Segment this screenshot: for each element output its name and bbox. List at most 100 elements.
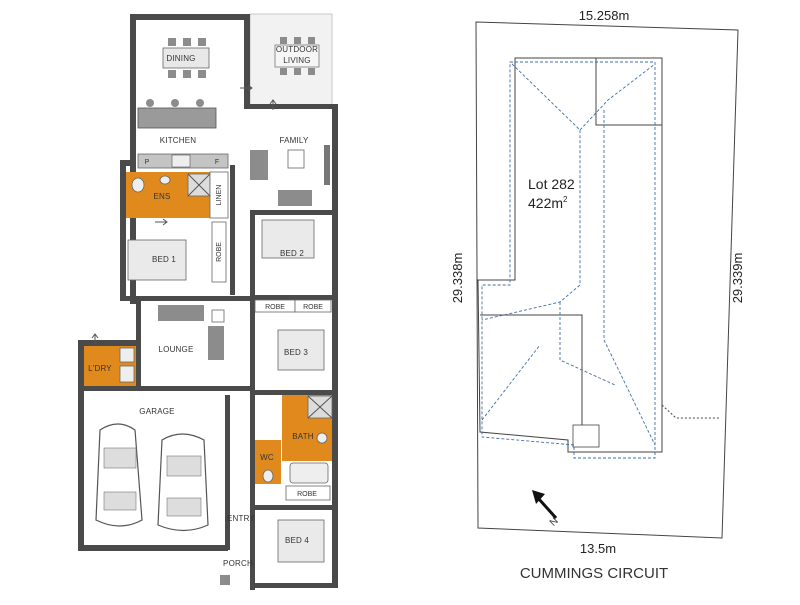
fridge-label: F [215, 159, 219, 166]
room-label-entry: ENTRY [227, 514, 255, 523]
lounge-sofa [158, 305, 204, 321]
bed-2-bed [261, 219, 315, 259]
door-arrow-icon [155, 218, 168, 226]
outdoor-chair [280, 68, 287, 75]
room-label-robe-a: ROBE [265, 304, 285, 311]
outdoor-table [274, 44, 320, 68]
pantry-label: P [145, 159, 150, 166]
room-label-porch: PORCH [223, 559, 253, 568]
floor-plan: DINING OUTDOOR LIVING KITCHEN FAMILY P F… [78, 13, 338, 590]
dining-chair [168, 70, 176, 78]
wc-toilet [262, 469, 274, 483]
lot-area: 422m2 [528, 195, 568, 211]
dining-chair [183, 70, 191, 78]
bed-1-bed [127, 239, 187, 281]
room-label-laundry: L'DRY [88, 364, 112, 373]
door-arrow-icon [269, 99, 277, 110]
room-label-bed-2: BED 2 [280, 249, 304, 258]
garage-car-left [95, 423, 143, 527]
shower-mark [187, 173, 211, 197]
dining-table [162, 47, 210, 69]
bathtub [289, 462, 329, 484]
street-name: CUMMINGS CIRCUIT [520, 565, 668, 582]
linen-cupboard [209, 171, 229, 219]
easement-line [661, 404, 720, 419]
room-label-lounge: LOUNGE [159, 345, 194, 354]
family-coffee-table [287, 149, 305, 169]
lot-area-superscript: 2 [563, 195, 568, 204]
stool [171, 99, 179, 107]
lounge-armchair [208, 326, 224, 360]
robe-b-cupboard [294, 299, 332, 313]
dimension-right: 29.339m [730, 253, 745, 304]
wall [250, 210, 338, 215]
family-sofa [250, 150, 268, 180]
house-footprint [477, 57, 663, 453]
wall [225, 395, 230, 550]
roof-outline [481, 61, 656, 459]
roof-ridge [481, 344, 541, 421]
dining-chair [168, 38, 176, 46]
roof-ridge [603, 110, 656, 446]
dimension-top: 15.258m [579, 8, 630, 23]
cooktop [171, 154, 191, 168]
dining-chair [183, 38, 191, 46]
wall [78, 386, 250, 391]
room-label-robe-1: ROBE [216, 242, 223, 262]
family-sofa [278, 190, 312, 206]
bed-3-bed [277, 329, 325, 371]
shower-mark [307, 395, 333, 419]
wall [130, 14, 136, 304]
robe-c-cupboard [285, 485, 331, 501]
door-arrow-icon [240, 84, 253, 92]
wall [244, 104, 338, 109]
roof-ridge [559, 302, 616, 386]
room-label-bath: BATH [292, 432, 314, 441]
wall [230, 165, 235, 295]
wall [250, 583, 338, 588]
wall [78, 340, 140, 346]
wall [250, 390, 338, 395]
porch-step [220, 575, 230, 585]
outdoor-chair [308, 68, 315, 75]
roof-ridge [481, 63, 581, 321]
garage-car-right [157, 433, 209, 532]
dimension-left: 29.338m [450, 253, 465, 304]
site-plan: 15.258m 13.5m 29.338m 29.339m Lot 282 42… [450, 8, 745, 582]
outdoor-chair [280, 37, 287, 44]
stool [146, 99, 154, 107]
room-label-linen: LINEN [216, 185, 223, 206]
ensuite-basin [159, 175, 171, 185]
dimension-bottom: 13.5m [580, 541, 616, 556]
lot-area-value: 422m [528, 195, 563, 211]
wall [120, 296, 250, 301]
wall [78, 340, 84, 550]
house-footprint-line [480, 314, 583, 425]
room-label-dining: DINING [166, 54, 195, 63]
wall [250, 295, 338, 300]
bath-basin [316, 432, 328, 444]
porch-footprint [572, 424, 600, 448]
wall [332, 108, 338, 588]
north-arrow-icon: N [532, 490, 561, 529]
door-arrow-icon [91, 333, 99, 344]
robe-1-cupboard [211, 221, 227, 283]
wall [120, 160, 126, 300]
room-label-bed-4: BED 4 [285, 536, 309, 545]
room-label-bed-1: BED 1 [152, 255, 176, 264]
laundry-machine [119, 365, 135, 383]
wall [244, 14, 250, 108]
room-label-bed-3: BED 3 [284, 348, 308, 357]
wall [78, 545, 228, 551]
room-label-robe-b: ROBE [303, 304, 323, 311]
bed-4-bed [277, 519, 325, 563]
room-label-kitchen: KITCHEN [160, 136, 197, 145]
kitchen-island [137, 107, 217, 129]
room-label-robe-c: ROBE [297, 491, 317, 498]
house-footprint-line [595, 58, 662, 126]
outdoor-chair [308, 37, 315, 44]
wall [250, 210, 255, 590]
lot-boundary [475, 21, 739, 539]
